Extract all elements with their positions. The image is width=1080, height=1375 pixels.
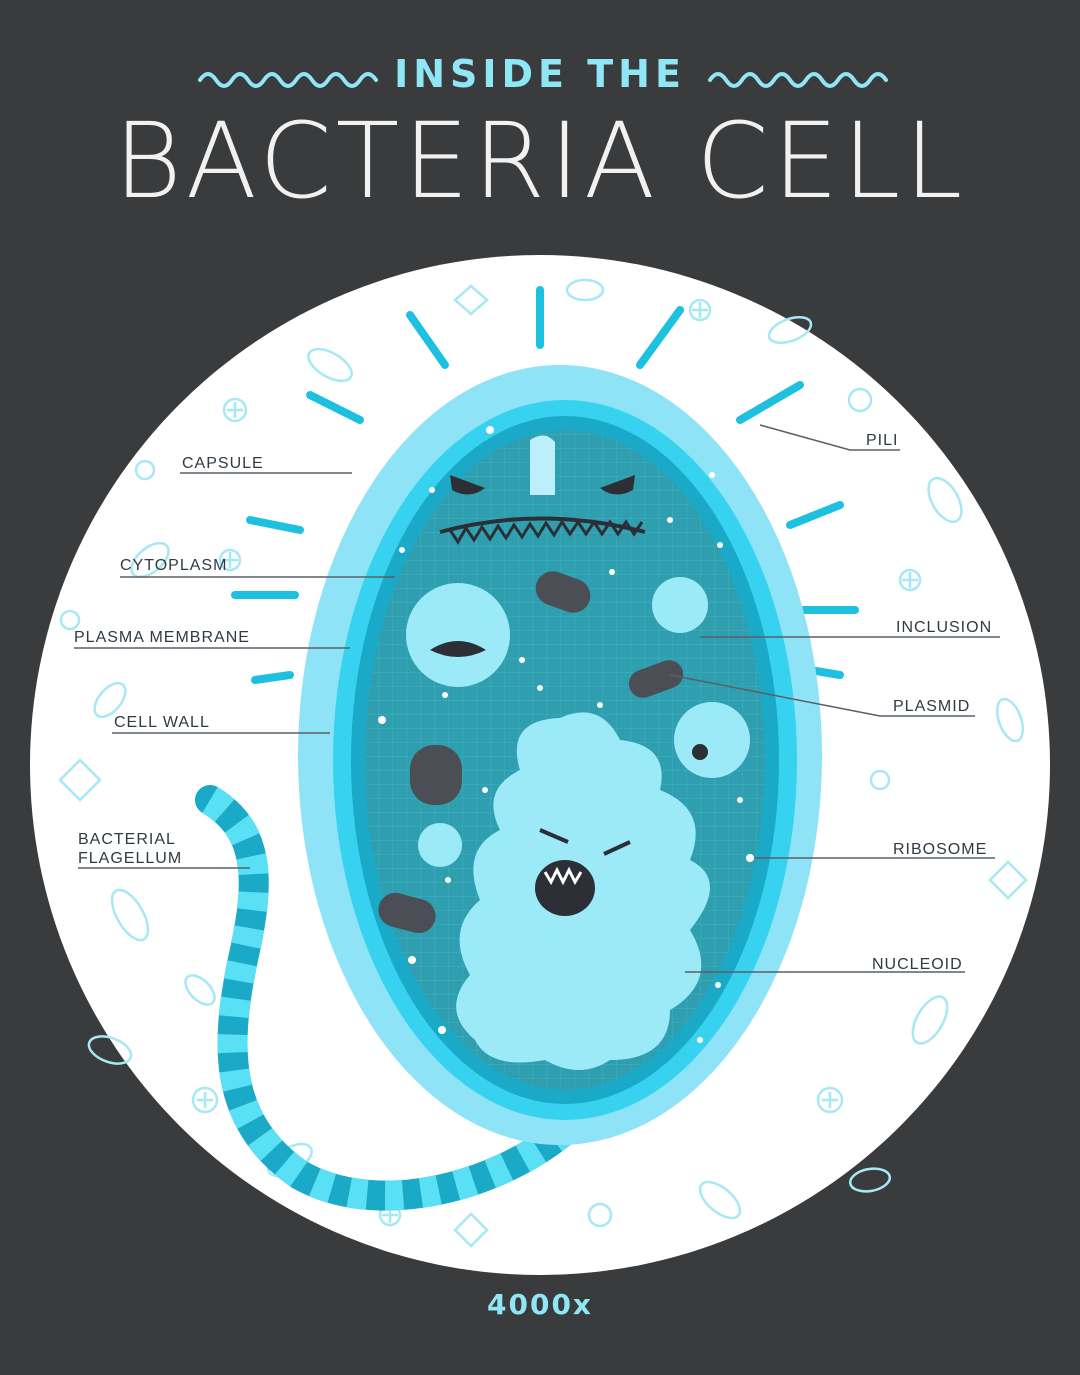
pili: [231, 286, 859, 684]
label-plasma-membrane: PLASMA MEMBRANE: [74, 629, 250, 646]
flagellum-stripes: [201, 787, 575, 1211]
label-capsule: CAPSULE: [182, 455, 264, 472]
label-cytoplasm: CYTOPLASM: [120, 557, 228, 574]
label-inclusion: INCLUSION: [896, 619, 993, 636]
right-squiggle: [708, 72, 888, 88]
label-bacterial-flagellum-line2: FLAGELLUM: [78, 850, 183, 867]
left-squiggle: [198, 72, 378, 88]
label-pili: PILI: [866, 432, 899, 449]
inclusion-bodies: [406, 577, 750, 867]
label-nucleoid: NUCLEOID: [872, 956, 963, 973]
nucleoid-face: [535, 828, 631, 916]
magnification-label: 4000x: [487, 1288, 593, 1321]
title-line-1: INSIDE THE: [394, 52, 686, 96]
plasmids: [378, 571, 684, 934]
cell-face: [439, 435, 646, 545]
label-cell-wall: CELL WALL: [114, 714, 210, 731]
label-ribosome: RIBOSOME: [893, 841, 988, 858]
label-bacterial-flagellum-line1: BACTERIAL: [78, 831, 176, 848]
page-title: BACTERIA CELL: [113, 100, 967, 222]
label-plasmid: PLASMID: [893, 698, 971, 715]
ribosomes: [378, 426, 754, 1043]
background-microbe-doodles: [58, 278, 1028, 1248]
leader-lines: [74, 424, 1000, 973]
